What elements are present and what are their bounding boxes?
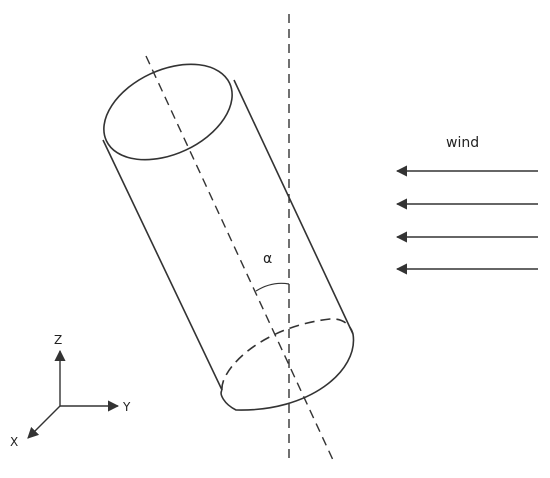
wind-arrows: [395, 165, 538, 275]
z-axis-label: Z: [54, 333, 62, 347]
x-axis-arrow: [27, 405, 61, 439]
cylinder-axis-line: [145, 55, 334, 461]
cylinder-right-edge: [233, 79, 354, 335]
coordinate-axes: Z Y X: [10, 333, 131, 449]
angle-arc: [255, 282, 290, 292]
y-axis-label: Y: [122, 400, 131, 414]
cylinder-bottom-ellipse-front: [220, 333, 355, 411]
inclined-cylinder: [102, 63, 355, 411]
x-axis-label: X: [10, 435, 18, 449]
cylinder-top-ellipse: [103, 63, 233, 161]
cylinder-left-edge: [102, 139, 223, 391]
cylinder-bottom-ellipse-back: [221, 318, 354, 391]
angle-label: α: [263, 251, 272, 267]
wind-label: wind: [446, 135, 479, 151]
